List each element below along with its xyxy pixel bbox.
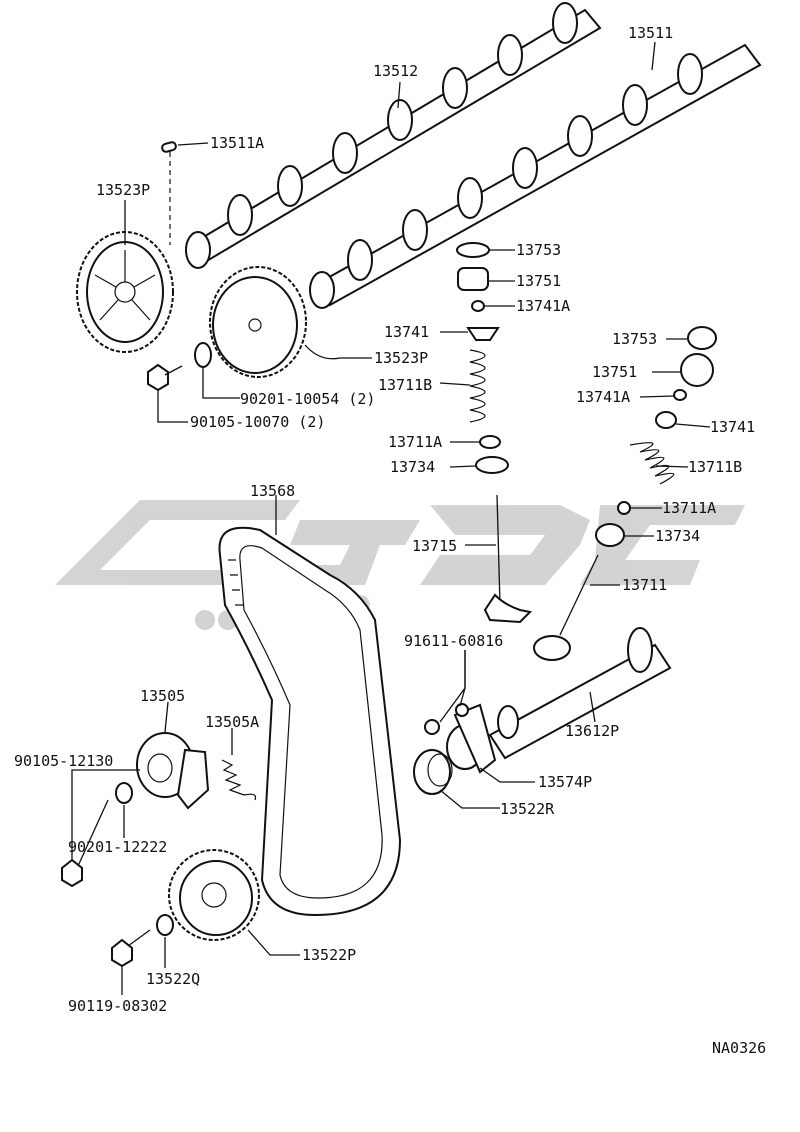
label-13568: 13568: [250, 482, 295, 500]
label-13711: 13711: [622, 576, 667, 594]
washer-90201-12222: [115, 782, 133, 804]
lifter-13751-b: [680, 353, 714, 387]
cam-gear-13523P-right: [209, 266, 307, 378]
label-13751-a: 13751: [516, 272, 561, 290]
spring-13711B-a: [469, 349, 486, 423]
label-13711B-b: 13711B: [688, 458, 742, 476]
label-13511: 13511: [628, 24, 673, 42]
label-13522R: 13522R: [500, 800, 555, 818]
label-13741-a: 13741: [384, 323, 429, 341]
bolt-90119-08302: [111, 929, 151, 968]
label-13574P: 13574P: [538, 773, 592, 791]
label-13734-a: 13734: [390, 458, 435, 476]
keeper-13741A-b: [673, 389, 687, 401]
plate-13522Q: [156, 914, 174, 936]
label-90105-10070: 90105-10070 (2): [190, 413, 325, 431]
camshaft-13511: [309, 43, 762, 309]
keeper-13741A-a: [471, 300, 485, 312]
seat-13734-b: [595, 523, 625, 547]
shaft-13612P: [488, 627, 672, 760]
label-13753-b: 13753: [612, 330, 657, 348]
label-13523P-right: 13523P: [374, 349, 428, 367]
timing-belt-13568: [218, 526, 402, 917]
valve-13715: [483, 494, 533, 624]
tensioner-13505: [136, 732, 210, 810]
watermark-logo: [55, 500, 745, 630]
crank-gear-13522P: [168, 849, 260, 941]
label-13711A-b: 13711A: [662, 499, 716, 517]
label-13711B-a: 13711B: [378, 376, 432, 394]
label-90201-10054: 90201-10054 (2): [240, 390, 375, 408]
seal-13711A-b: [617, 501, 631, 515]
label-13612P: 13612P: [565, 722, 619, 740]
seal-13711A-a: [479, 435, 501, 449]
label-13741A-a: 13741A: [516, 297, 570, 315]
label-13751-b: 13751: [592, 363, 637, 381]
label-13522P: 13522P: [302, 946, 356, 964]
label-13511A: 13511A: [210, 134, 264, 152]
pulley-13522R: [413, 749, 453, 795]
label-13522Q: 13522Q: [146, 970, 200, 988]
camshaft-13512: [185, 2, 602, 269]
label-13523P-left: 13523P: [96, 181, 150, 199]
shim-13753-a: [456, 242, 490, 258]
bolt-90105-10070: [147, 363, 183, 392]
leader-lines: [71, 41, 711, 995]
shim-13753-b: [687, 326, 717, 350]
valve-13711: [533, 554, 599, 661]
cam-gear-13523P-left: [76, 231, 174, 353]
label-13741A-b: 13741A: [576, 388, 630, 406]
label-90201-12222: 90201-12222: [68, 838, 167, 856]
retainer-13741-b: [655, 411, 677, 429]
washer-90201-10054: [194, 342, 212, 368]
label-13753-a: 13753: [516, 241, 561, 259]
lifter-13751-a: [457, 267, 489, 291]
label-13711A-a: 13711A: [388, 433, 442, 451]
retainer-13741-a: [466, 327, 500, 341]
label-NA0326: NA0326: [712, 1039, 766, 1057]
label-13505: 13505: [140, 687, 185, 705]
seat-13734-a: [475, 456, 509, 474]
spring-13711B-b: [629, 442, 675, 485]
spring-13505A: [221, 759, 257, 801]
bolt-91611-60816: [424, 703, 469, 735]
label-13715: 13715: [412, 537, 457, 555]
label-13505A: 13505A: [205, 713, 259, 731]
label-13512: 13512: [373, 62, 418, 80]
seal-13574P: [446, 703, 497, 774]
label-90119-08302: 90119-08302: [68, 997, 167, 1015]
label-13734-b: 13734: [655, 527, 700, 545]
label-91611-60816: 91611-60816: [404, 632, 503, 650]
label-90105-12130: 90105-12130: [14, 752, 113, 770]
bolt-90105-12130: [61, 799, 109, 888]
pin-13511A: [161, 141, 177, 245]
label-13741-b: 13741: [710, 418, 755, 436]
